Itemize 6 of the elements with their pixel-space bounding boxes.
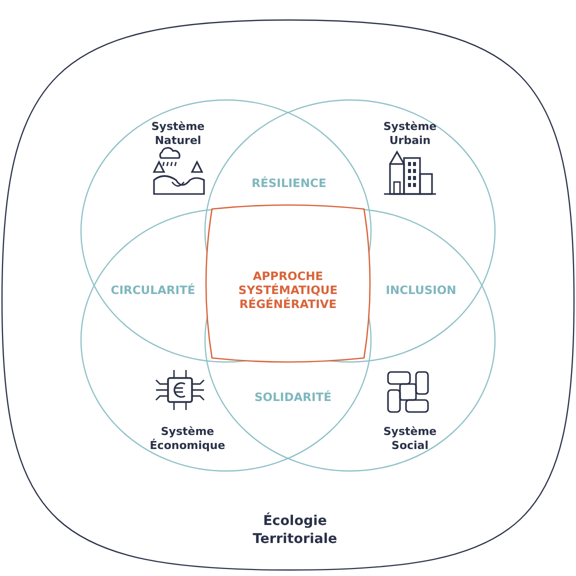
territory-label: Écologie Territoriale bbox=[252, 512, 338, 548]
system-label: Système Urbain bbox=[382, 120, 438, 148]
system-label: Système Social bbox=[382, 425, 438, 453]
central-label: APPROCHE SYSTÉMATIQUE RÉGÉNÉRATIVE bbox=[237, 269, 339, 311]
system-label: Système Économique bbox=[148, 425, 226, 453]
system-label: Système Naturel bbox=[150, 120, 206, 148]
